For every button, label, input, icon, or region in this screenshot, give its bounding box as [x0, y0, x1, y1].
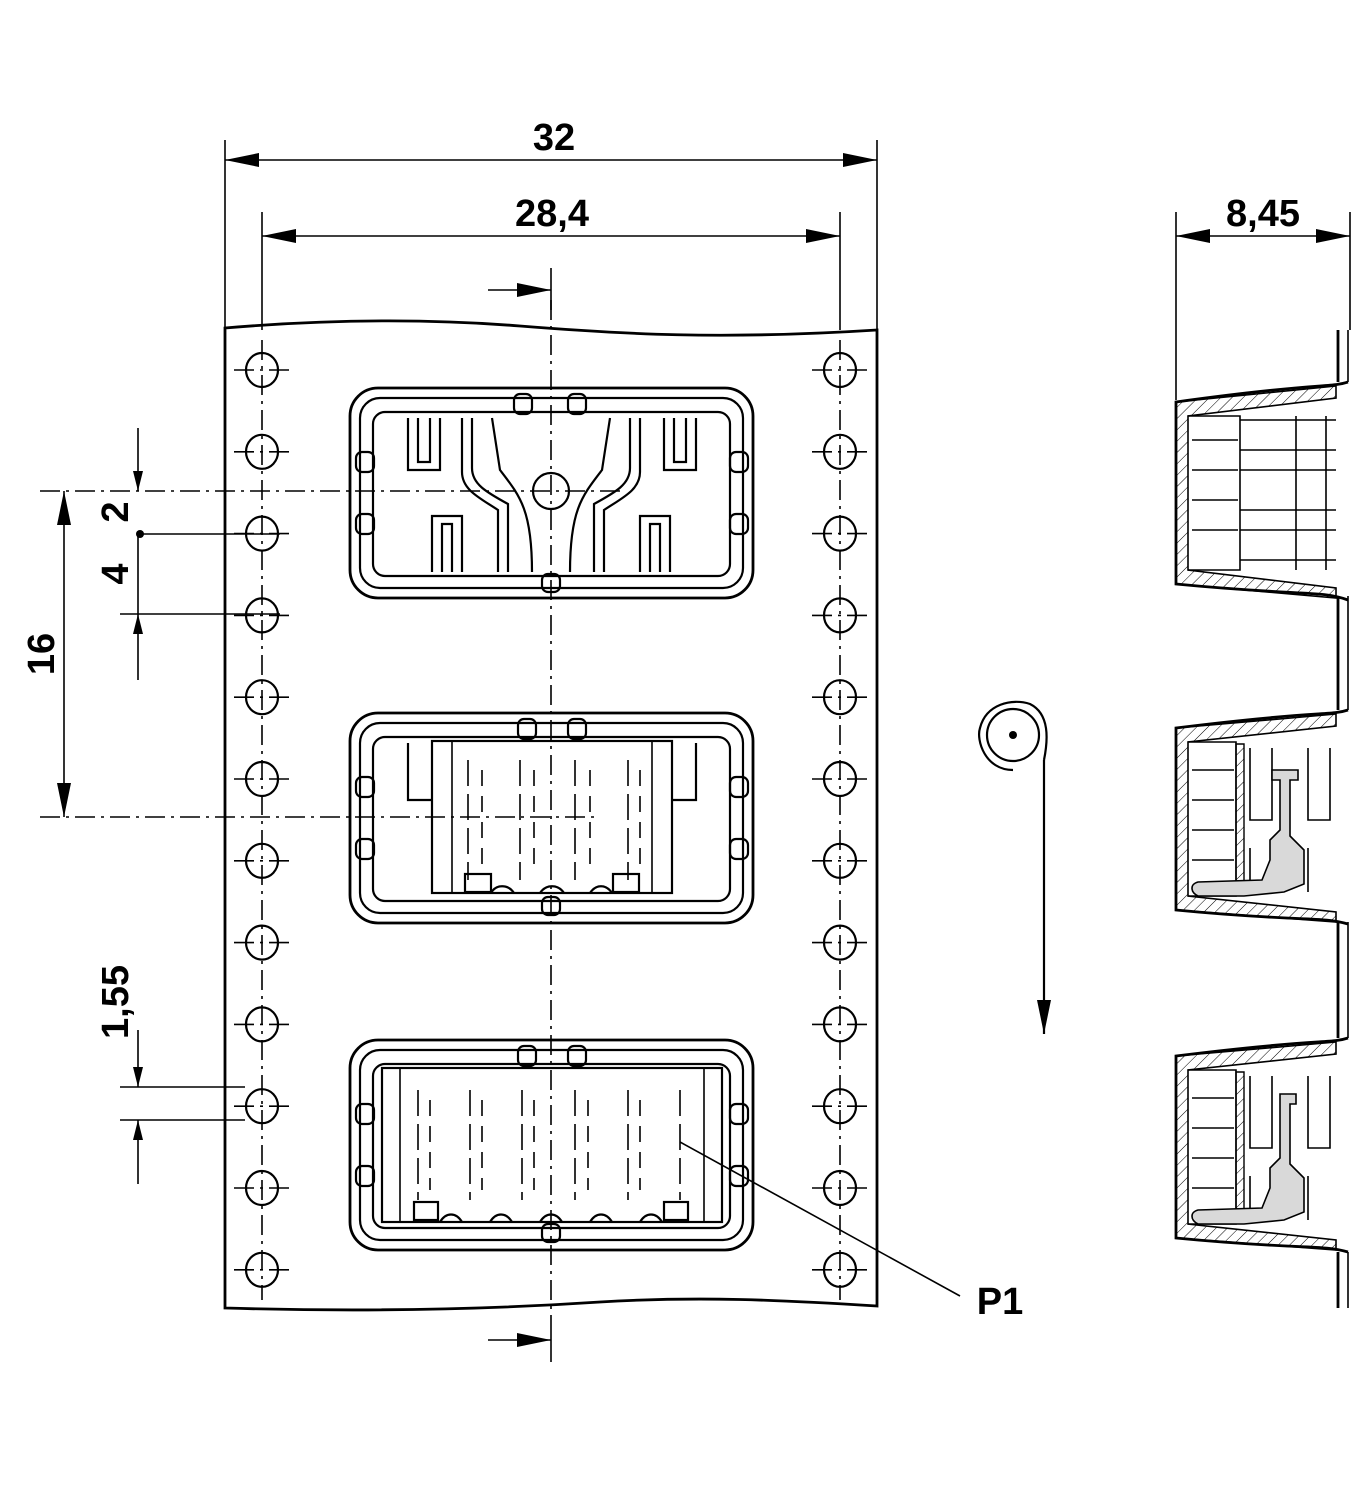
pocket-pitch-label: 16 — [21, 633, 63, 675]
dimension-tape-width: 32 — [224, 117, 878, 330]
hole-pitch-label: 4 — [95, 563, 137, 584]
hole-offset-label: 2 — [95, 501, 137, 522]
hole-diameter-label: 1,55 — [95, 965, 137, 1039]
dimension-pocket-pitch: 16 — [21, 491, 71, 817]
part-label: P1 — [977, 1281, 1023, 1323]
side-pocket-empty — [1174, 380, 1349, 602]
dimension-hole-diameter: 1,55 — [95, 965, 245, 1184]
dimension-side-depth: 8,45 — [1175, 193, 1351, 400]
dimension-hole-offset: 2 4 — [95, 428, 280, 680]
side-pocket-with-part — [1174, 708, 1349, 926]
pocket-with-part — [40, 711, 755, 925]
part-pin-grid — [467, 760, 641, 880]
carrier-tape — [223, 300, 879, 1320]
reel-rotation-icon — [978, 700, 1048, 772]
pocket-with-part-2 — [348, 1038, 755, 1252]
side-pocket-with-part-2 — [1174, 1036, 1349, 1254]
side-view — [1174, 330, 1349, 1308]
side-depth-label: 8,45 — [1226, 193, 1300, 235]
tape-width-label: 32 — [533, 117, 575, 159]
sprocket-holes — [234, 351, 868, 1288]
part-callout: P1 — [679, 1141, 1023, 1323]
dimension-pitch-line: 28,4 — [261, 193, 841, 330]
pitch-line-label: 28,4 — [515, 193, 589, 235]
part-pin-grid-2 — [417, 1090, 681, 1200]
pocket-empty — [40, 386, 755, 600]
